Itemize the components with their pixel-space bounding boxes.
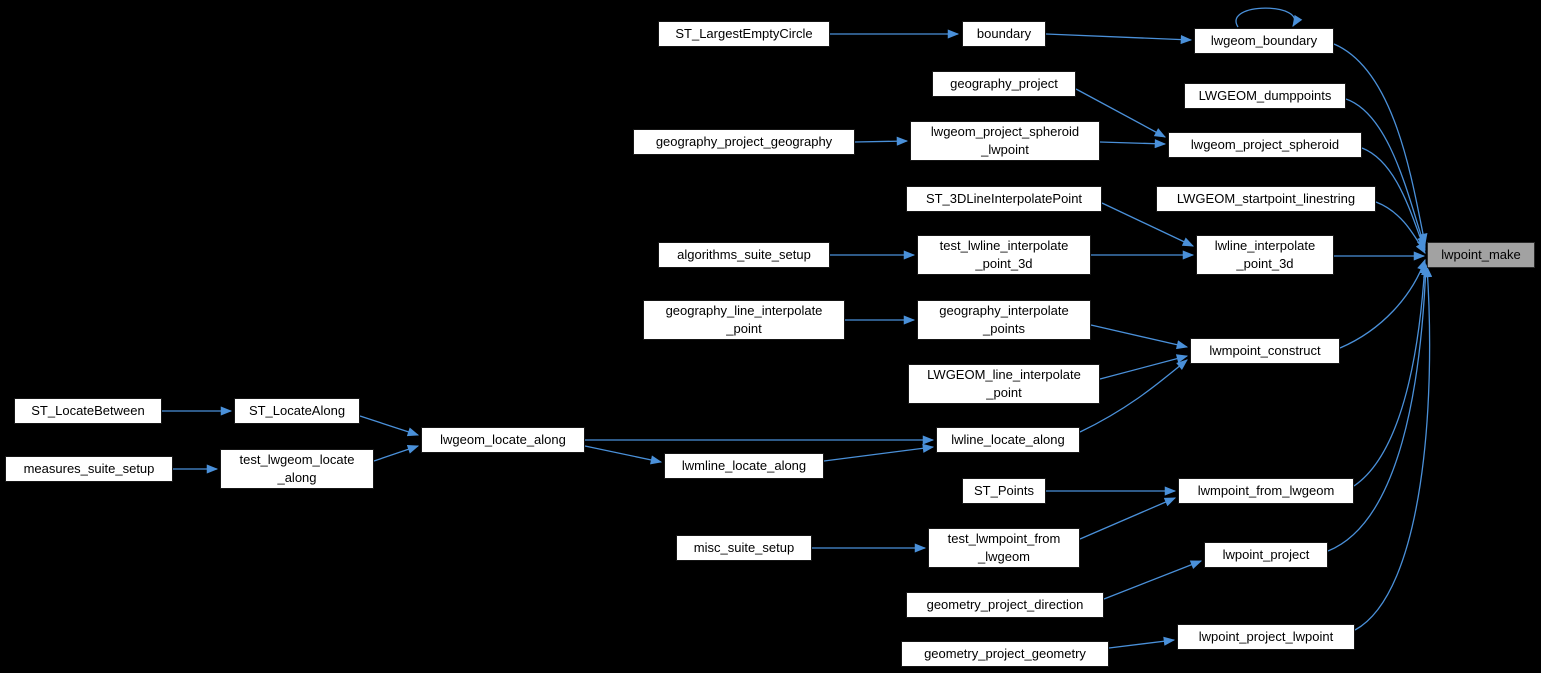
node-LWGEOM_startpoint_linestring[interactable]: LWGEOM_startpoint_linestring: [1156, 186, 1376, 212]
node-lwmpoint_from_lwgeom[interactable]: lwmpoint_from_lwgeom: [1178, 478, 1354, 504]
node-ST_Points[interactable]: ST_Points: [962, 478, 1046, 504]
node-test_lwmpoint_from_lwgeom[interactable]: test_lwmpoint_from _lwgeom: [928, 528, 1080, 568]
edge-geometry_project_direction-to-lwpoint_project: [1103, 560, 1203, 600]
edge-ST_3DLineInterpolatePoint-to-lwline_interpolate_point_3d: [1101, 202, 1195, 247]
node-geometry_project_direction[interactable]: geometry_project_direction: [906, 592, 1104, 618]
node-lwgeom_locate_along[interactable]: lwgeom_locate_along: [421, 427, 585, 453]
node-geography_project[interactable]: geography_project: [932, 71, 1076, 97]
node-boundary[interactable]: boundary: [962, 21, 1046, 47]
node-geography_interpolate_points[interactable]: geography_interpolate _points: [917, 300, 1091, 340]
edge-lwpoint_project_lwpoint-to-lwpoint_make: [1354, 265, 1433, 631]
node-lwline_interpolate_point_3d[interactable]: lwline_interpolate _point_3d: [1196, 235, 1334, 275]
node-lwmline_locate_along[interactable]: lwmline_locate_along: [664, 453, 824, 479]
node-geography_project_geography[interactable]: geography_project_geography: [633, 129, 855, 155]
edge-ST_LocateAlong-to-lwgeom_locate_along: [359, 415, 420, 437]
edge-lwpoint_project-to-lwpoint_make: [1327, 263, 1431, 552]
edge-boundary-to-lwgeom_boundary: [1045, 33, 1193, 45]
edge-geometry_project_geometry-to-lwpoint_project_lwpoint: [1108, 636, 1176, 649]
node-lwgeom_project_spheroid_lwpoint[interactable]: lwgeom_project_spheroid _lwpoint: [910, 121, 1100, 161]
node-geography_line_interpolate_point[interactable]: geography_line_interpolate _point: [643, 300, 845, 340]
edge-LWGEOM_dumppoints-to-lwpoint_make: [1345, 98, 1426, 249]
edge-lwgeom_project_spheroid_lwpoint-to-lwgeom_project_spheroid: [1099, 139, 1167, 149]
edge-lwgeom_boundary-self-loop: [1235, 7, 1303, 28]
node-measures_suite_setup[interactable]: measures_suite_setup: [5, 456, 173, 482]
edge-test_lwmpoint_from_lwgeom-to-lwmpoint_from_lwgeom: [1079, 497, 1177, 540]
edge-lwmpoint_construct-to-lwpoint_make: [1339, 258, 1426, 349]
edge-lwline_locate_along-to-lwmpoint_construct: [1079, 359, 1188, 433]
edge-geography_interpolate_points-to-lwmpoint_construct: [1090, 324, 1189, 350]
edge-lwgeom_boundary-to-lwpoint_make: [1333, 43, 1428, 246]
node-LWGEOM_dumppoints[interactable]: LWGEOM_dumppoints: [1184, 83, 1346, 109]
edge-geography_project_geography-to-lwgeom_project_spheroid_lwpoint: [854, 136, 909, 146]
node-lwmpoint_construct[interactable]: lwmpoint_construct: [1190, 338, 1340, 364]
edge-lwmpoint_from_lwgeom-to-lwpoint_make: [1353, 261, 1429, 487]
edge-lwgeom_project_spheroid-to-lwpoint_make: [1361, 147, 1426, 252]
node-lwpoint_project_lwpoint[interactable]: lwpoint_project_lwpoint: [1177, 624, 1355, 650]
node-ST_3DLineInterpolatePoint[interactable]: ST_3DLineInterpolatePoint: [906, 186, 1102, 212]
edge-lwgeom_locate_along-to-lwmline_locate_along: [584, 445, 663, 465]
node-lwgeom_boundary[interactable]: lwgeom_boundary: [1194, 28, 1334, 54]
node-lwpoint_project[interactable]: lwpoint_project: [1204, 542, 1328, 568]
node-algorithms_suite_setup[interactable]: algorithms_suite_setup: [658, 242, 830, 268]
edge-test_lwgeom_locate_along-to-lwgeom_locate_along: [373, 444, 420, 462]
node-ST_LargestEmptyCircle[interactable]: ST_LargestEmptyCircle: [658, 21, 830, 47]
edge-geography_project-to-lwgeom_project_spheroid: [1075, 88, 1167, 138]
node-test_lwline_interpolate_point_3d[interactable]: test_lwline_interpolate _point_3d: [917, 235, 1091, 275]
node-ST_LocateBetween[interactable]: ST_LocateBetween: [14, 398, 162, 424]
node-lwgeom_project_spheroid[interactable]: lwgeom_project_spheroid: [1168, 132, 1362, 158]
edge-lwmline_locate_along-to-lwline_locate_along: [823, 443, 935, 462]
node-LWGEOM_line_interpolate_point[interactable]: LWGEOM_line_interpolate _point: [908, 364, 1100, 404]
edge-LWGEOM_startpoint_linestring-to-lwpoint_make: [1375, 201, 1426, 254]
node-misc_suite_setup[interactable]: misc_suite_setup: [676, 535, 812, 561]
node-ST_LocateAlong[interactable]: ST_LocateAlong: [234, 398, 360, 424]
edge-LWGEOM_line_interpolate_point-to-lwmpoint_construct: [1099, 354, 1189, 380]
node-geometry_project_geometry[interactable]: geometry_project_geometry: [901, 641, 1109, 667]
node-lwpoint_make: lwpoint_make: [1427, 242, 1535, 268]
node-lwline_locate_along[interactable]: lwline_locate_along: [936, 427, 1080, 453]
node-test_lwgeom_locate_along[interactable]: test_lwgeom_locate _along: [220, 449, 374, 489]
